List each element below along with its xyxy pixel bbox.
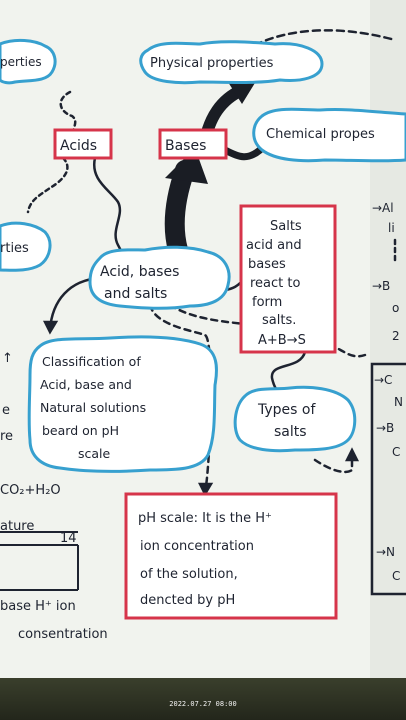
salts-line-3: bases: [248, 257, 286, 272]
salts-line-2: acid and: [246, 238, 302, 253]
left-note-3: re: [0, 429, 13, 444]
photo-timestamp: 2022.07.27 08:00: [169, 700, 237, 708]
left-nature: ature: [0, 519, 34, 534]
left-fourteen: 14: [60, 531, 77, 546]
node-center-line1: Acid, bases: [100, 264, 179, 280]
right-note-2: li: [388, 221, 395, 235]
arrow-to-chemical: [221, 146, 264, 161]
left-note-2: e: [2, 403, 10, 418]
classification-text: Classification of Acid, base and Natural…: [40, 354, 146, 461]
ph-sketch: [0, 531, 79, 591]
left-note-1: ↑: [2, 351, 13, 366]
left-consentration: consentration: [18, 627, 108, 642]
right-note-1: →Al: [372, 201, 394, 215]
classification-line-5: scale: [78, 446, 111, 461]
types-of-salts-line-1: Types of: [257, 402, 316, 418]
right-note-3: →B: [372, 279, 390, 293]
classification-line-2: Acid, base and: [40, 377, 132, 392]
salts-line-5: form: [252, 295, 282, 310]
node-properties-left: perties: [0, 55, 42, 69]
right-note-6: →C: [374, 373, 392, 387]
cloud-classification: [27, 335, 218, 473]
left-co2-h2o: CO₂+H₂O: [0, 483, 61, 498]
cloud-physical-properties: [139, 40, 324, 85]
classification-line-1: Classification of: [42, 354, 141, 369]
node-acids: Acids: [60, 138, 97, 154]
right-edge-notes: →Al li →B o 2 →C N →B C →N C: [372, 201, 403, 583]
ph-scale-line-4: dencted by pH: [140, 593, 235, 608]
cloud-types-of-salts: [233, 385, 357, 453]
box-salts: [239, 204, 337, 354]
node-bases: Bases: [165, 138, 206, 154]
types-of-salts-line-2: salts: [274, 424, 307, 440]
salts-text: Salts acid and bases react to form salts…: [246, 219, 306, 348]
cloud-shapes: [0, 38, 406, 473]
cloud-properties-left: [0, 38, 57, 85]
salts-line-6: salts.: [262, 313, 296, 328]
classification-line-4: beard on pH: [42, 423, 119, 438]
classification-line-3: Natural solutions: [40, 400, 146, 415]
box-acids: [53, 128, 113, 160]
right-note-10: →N: [376, 545, 395, 559]
cloud-properties-left2: [0, 221, 52, 272]
left-edge-notes: ↑ e re CO₂+H₂O ature 14 base H⁺ ion cons…: [0, 351, 108, 642]
salts-line-1: Salts: [270, 219, 302, 234]
table-surface: [0, 678, 406, 720]
right-note-11: C: [392, 569, 400, 583]
left-base-hion: base H⁺ ion: [0, 599, 76, 614]
right-note-5: 2: [392, 329, 400, 343]
ph-scale-line-2: ion concentration: [140, 539, 254, 554]
ph-scale-text: pH scale: It is the H⁺ ion concentration…: [138, 511, 272, 608]
right-note-4: o: [392, 301, 399, 315]
right-note-7: N: [394, 395, 403, 409]
cloud-chemical-properties: [252, 107, 406, 163]
box-right-edge: [370, 362, 406, 596]
ph-scale-line-3: of the solution,: [140, 567, 238, 582]
node-chemical-properties: Chemical propes: [266, 127, 375, 142]
node-properties-left2: rties: [0, 241, 29, 256]
ph-scale-line-1: pH scale: It is the H⁺: [138, 511, 272, 526]
cloud-acid-bases-salts: [88, 245, 231, 310]
node-physical-properties: Physical properties: [150, 56, 274, 71]
box-ph-scale: [124, 492, 338, 620]
right-note-9: C: [392, 445, 400, 459]
box-bases: [158, 128, 228, 160]
node-center-line2: and salts: [104, 286, 167, 302]
salts-line-4: react to: [250, 276, 300, 291]
salts-line-7: A+B→S: [258, 333, 306, 348]
right-note-8: →B: [376, 421, 394, 435]
